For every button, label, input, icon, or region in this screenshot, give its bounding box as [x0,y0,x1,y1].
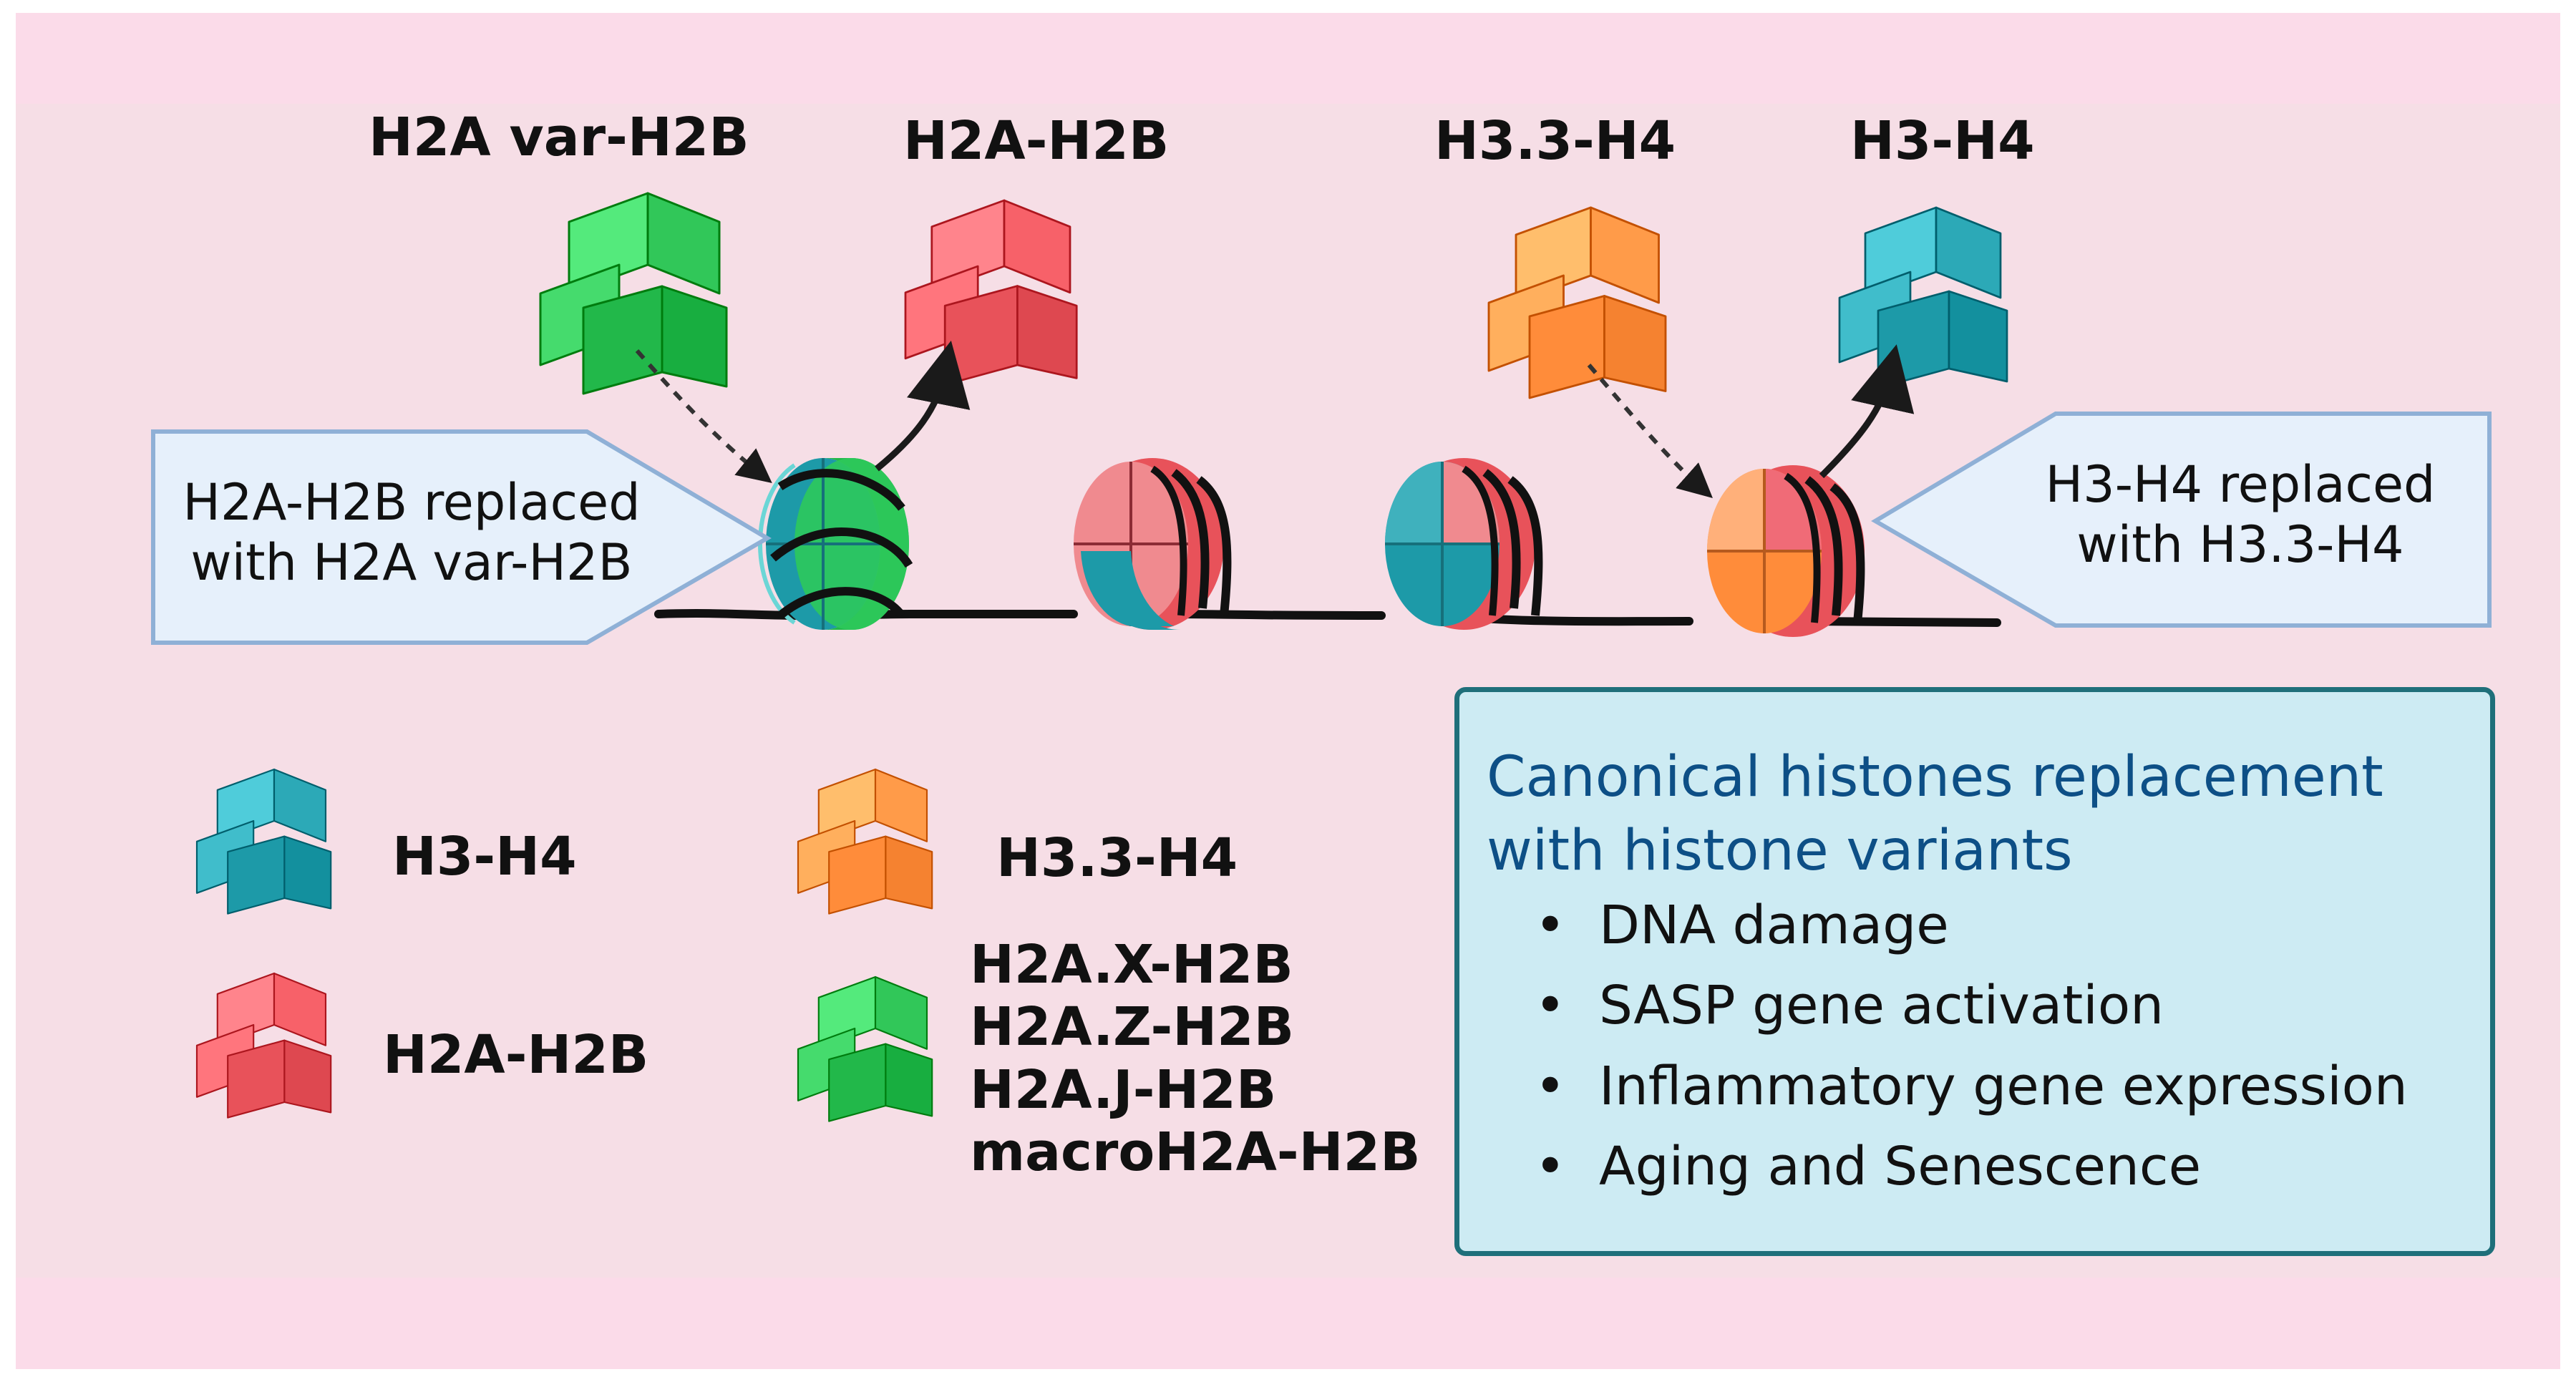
callout-left-shape [151,429,772,645]
legend-h2a-variant-dimer-block-5 [885,1043,933,1117]
legend-h3-h4-dimer-block-2 [273,768,327,842]
arrow-canonical-out-right [1819,344,1915,479]
nucleosome-1 [758,458,913,630]
legend-h2a-h2b-dimer-block-2 [273,972,327,1046]
callout-right-shape [1871,412,2492,628]
legend-variant-h2az: H2A.Z-H2B [970,996,1295,1059]
info-box-title-line-1: Canonical histones replacement [1487,745,2383,809]
arrow-variant-in-right [1587,364,1713,498]
callout-right-line-1: H3-H4 replaced [2045,455,2436,514]
label-h2a-variant-h2b: H2A var-H2B [369,107,749,168]
h2a-h2b-dimer-block-2 [1003,199,1071,294]
h2a-variant-h2b-dimer-block-5 [661,285,728,388]
legend-variant-h2aj: H2A.J-H2B [970,1059,1277,1121]
callout-left-line-2: with H2A var-H2B [190,533,633,592]
arrow-variant-in-left [635,349,772,483]
callout-left: H2A-H2B replaced with H2A var-H2B [161,472,662,593]
dna-strand [654,609,2001,627]
callout-right-line-2: with H3.3-H4 [2076,515,2404,574]
legend-h2a-variant-dimer-block-2 [874,975,928,1050]
info-box: Canonical histones replacement with hist… [1454,687,2495,1256]
label-h3-h4: H3-H4 [1850,110,2035,172]
nucleosome-4 [1707,465,1865,637]
label-h33-h4: H3.3-H4 [1434,110,1676,172]
legend-variant-macroh2a: macroH2A-H2B [970,1121,1421,1183]
legend-h2a-variant-dimer [797,975,933,1122]
legend-h33-h4-dimer-block-5 [885,835,933,910]
info-box-title-line-2: with histone variants [1487,818,2073,883]
h2a-variant-h2b-dimer-block-2 [646,192,721,295]
nucleosome-2 [1074,458,1232,630]
info-box-list: DNA damage SASP gene activation Inflamma… [1535,885,2408,1207]
nucleosome-3 [1385,458,1543,630]
callout-left-line-1: H2A-H2B replaced [183,473,641,532]
legend-label-h2a-h2b: H2A-H2B [383,1024,649,1086]
legend-label-h33-h4: H3.3-H4 [996,827,1238,889]
h2a-h2b-dimer-block-5 [1016,285,1078,379]
info-item-dna-damage: DNA damage [1535,885,2408,966]
legend-h3-h4-dimer [195,768,332,915]
h3-h4-dimer-block-5 [1948,290,2008,383]
label-h2a-h2b: H2A-H2B [903,110,1170,172]
legend-h3-h4-dimer-block-5 [283,835,332,910]
legend-h33-h4-dimer [797,768,933,915]
h2a-variant-h2b-dimer [539,192,728,395]
h33-h4-dimer-block-2 [1590,206,1660,304]
legend-variants: H2A.X-H2B H2A.Z-H2B H2A.J-H2B macroH2A-H… [970,934,1420,1184]
legend-variant-h2ax: H2A.X-H2B [970,934,1293,996]
info-box-title: Canonical histones replacement with hist… [1487,741,2383,888]
legend-h2a-h2b-dimer-block-5 [283,1039,332,1114]
h33-h4-dimer-block-5 [1603,295,1667,392]
h33-h4-dimer [1487,206,1667,399]
info-item-aging: Aging and Senescence [1535,1126,2408,1207]
info-item-inflammatory: Inflammatory gene expression [1535,1046,2408,1127]
legend-label-h3-h4: H3-H4 [392,826,577,887]
h3-h4-dimer-block-2 [1935,206,2002,299]
callout-right: H3-H4 replaced with H3.3-H4 [1990,454,2491,575]
legend-h2a-h2b-dimer [195,972,332,1119]
info-item-sasp: SASP gene activation [1535,965,2408,1046]
arrow-canonical-out-left [875,340,971,472]
legend-h33-h4-dimer-block-2 [874,768,928,842]
